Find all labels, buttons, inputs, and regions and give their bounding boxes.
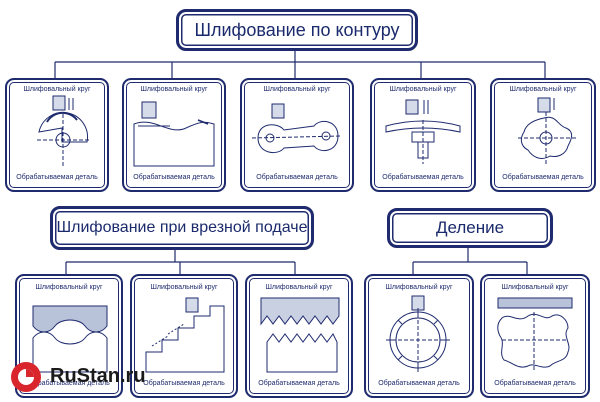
wheel-label: Шлифовальный круг <box>35 284 103 291</box>
card-division-2: Шлифовальный круг Обрабатываемая деталь <box>480 274 590 398</box>
wheel-label: Шлифовальный круг <box>23 86 91 93</box>
division-1-illustration <box>386 295 450 372</box>
card-plunge-2: Шлифовальный круг Обрабатываемая деталь <box>130 274 238 398</box>
wheel-label: Шлифовальный круг <box>150 284 218 291</box>
part-label: Обрабатываемая деталь <box>28 380 110 387</box>
card-division-1: Шлифовальный круг Обрабатываемая деталь <box>364 274 474 398</box>
division-2-illustration <box>497 297 573 370</box>
wheel-label: Шлифовальный круг <box>263 86 331 93</box>
card-contour-5: Шлифовальный круг Обрабатываемая деталь <box>490 78 596 192</box>
wheel-label: Шлифовальный круг <box>509 86 577 93</box>
card-contour-1: Шлифовальный круг Обрабатываемая деталь <box>5 78 109 192</box>
card-plunge-1: Шлифовальный круг Обрабатываемая деталь <box>15 274 123 398</box>
part-label: Обрабатываемая деталь <box>143 380 225 387</box>
wheel-label: Шлифовальный круг <box>140 86 208 93</box>
heading-division: Деление <box>387 208 553 248</box>
heading-contour-grinding: Шлифование по контуру <box>176 9 418 51</box>
heading-plunge-grinding: Шлифование при врезной подаче <box>50 206 314 250</box>
part-label: Обрабатываемая деталь <box>378 380 460 387</box>
wheel-label: Шлифовальный круг <box>501 284 569 291</box>
wheel-label: Шлифовальный круг <box>265 284 333 291</box>
contour-4-illustration <box>385 99 461 164</box>
plunge-1-illustration <box>32 305 108 373</box>
heading-plunge-text: Шлифование при врезной подаче <box>56 219 308 236</box>
part-label: Обрабатываемая деталь <box>258 380 340 387</box>
part-label: Обрабатываемая деталь <box>502 174 584 181</box>
part-label: Обрабатываемая деталь <box>382 174 464 181</box>
card-contour-4: Шлифовальный круг Обрабатываемая деталь <box>370 78 476 192</box>
part-label: Обрабатываемая деталь <box>133 174 215 181</box>
card-contour-3: Шлифовальный круг Обрабатываемая деталь <box>240 78 354 192</box>
wheel-label: Шлифовальный круг <box>385 284 453 291</box>
plunge-3-illustration <box>260 297 340 373</box>
part-label: Обрабатываемая деталь <box>16 174 98 181</box>
heading-division-text: Деление <box>435 218 505 237</box>
heading-contour-text: Шлифование по контуру <box>194 19 400 40</box>
rustan-logo-icon <box>11 362 41 392</box>
contour-5-illustration <box>518 97 576 166</box>
contour-2-illustration <box>133 101 215 167</box>
card-plunge-3: Шлифовальный круг Обрабатываемая деталь <box>245 274 353 398</box>
plunge-2-illustration <box>145 297 225 373</box>
card-contour-2: Шлифовальный круг Обрабатываемая деталь <box>122 78 226 192</box>
part-label: Обрабатываемая деталь <box>494 380 576 387</box>
logo-text: RuStan.ru <box>50 365 146 387</box>
contour-1-illustration <box>37 95 89 166</box>
contour-3-illustration <box>251 103 343 154</box>
wheel-label: Шлифовальный круг <box>389 86 457 93</box>
part-label: Обрабатываемая деталь <box>256 174 338 181</box>
